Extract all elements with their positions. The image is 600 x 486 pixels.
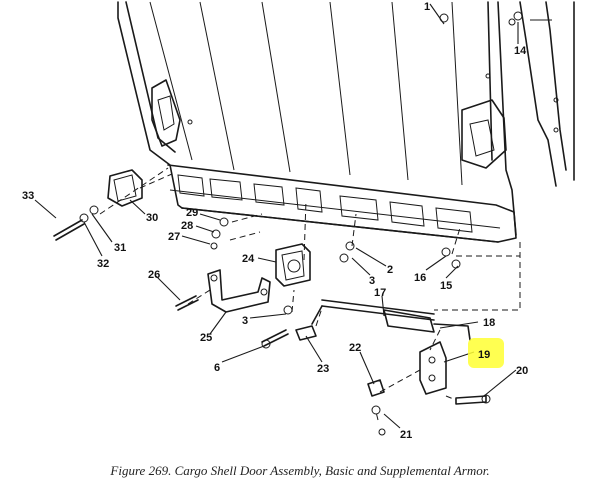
bolt-20 xyxy=(455,394,491,405)
callout-16: 16 xyxy=(414,272,426,284)
small-fasteners xyxy=(210,11,523,436)
figure-caption: Figure 269. Cargo Shell Door Assembly, B… xyxy=(110,463,490,478)
callout-29: 29 xyxy=(186,207,198,219)
callout-2: 2 xyxy=(387,264,393,276)
callout-17: 17 xyxy=(374,287,386,299)
callout-3-left: 3 xyxy=(242,315,248,327)
callout-32: 32 xyxy=(97,258,109,270)
bolt-26 xyxy=(175,295,199,311)
callout-20: 20 xyxy=(516,365,528,377)
callout-21: 21 xyxy=(400,429,412,441)
callout-18: 18 xyxy=(483,317,495,329)
callout-30: 30 xyxy=(146,212,158,224)
bolt-6 xyxy=(261,329,289,349)
callout-22: 22 xyxy=(349,342,361,354)
callout-33: 33 xyxy=(22,190,34,202)
callout-19-highlight xyxy=(468,338,504,368)
callout-labels: 33 31 32 30 29 28 27 24 26 25 3 6 23 3 2… xyxy=(22,1,528,441)
callout-1: 1 xyxy=(424,1,430,13)
callout-25: 25 xyxy=(200,332,212,344)
clamp-23 xyxy=(295,325,317,341)
leader-lines xyxy=(34,3,519,429)
latch-rod xyxy=(311,299,471,341)
door-latch-block xyxy=(107,169,143,207)
clip-22 xyxy=(367,379,385,415)
assembly-lines xyxy=(99,167,521,421)
door-panel xyxy=(117,1,575,243)
callout-3-right: 3 xyxy=(369,275,375,287)
callout-27: 27 xyxy=(168,231,180,243)
callout-14: 14 xyxy=(514,45,527,57)
callout-26: 26 xyxy=(148,269,160,281)
latch-bracket-19 xyxy=(419,341,447,395)
callout-6: 6 xyxy=(214,362,220,374)
bolt-33 xyxy=(53,205,99,241)
callout-19: 19 xyxy=(478,349,490,361)
callout-31: 31 xyxy=(114,242,126,254)
latch-mechanism xyxy=(275,243,311,287)
callout-15: 15 xyxy=(440,280,452,292)
grab-handle xyxy=(207,269,271,313)
callout-23: 23 xyxy=(317,363,329,375)
callout-24: 24 xyxy=(242,253,255,265)
callout-28: 28 xyxy=(181,220,193,232)
